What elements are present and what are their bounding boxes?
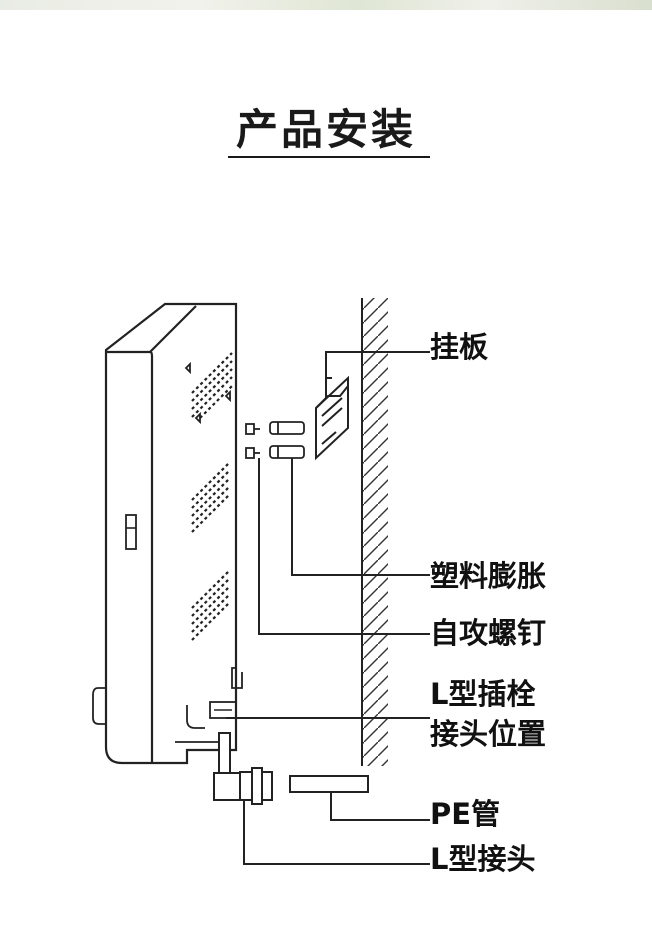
top-banner-strip [0,0,652,10]
title-underline [228,156,430,158]
vent-grille-bottom [191,569,231,641]
label-l-plug: L型插栓 [430,677,536,711]
self-tapping-screw [245,423,260,459]
wall [361,298,388,766]
label-self-tapping-screw: 自攻螺钉 [430,616,547,650]
leader-lines [226,351,430,865]
mount-holes [184,361,231,425]
label-pe-pipe: PE管 [430,797,501,831]
vent-grille-middle [191,461,231,533]
pe-pipe [289,775,369,793]
vent-grille-top [191,352,233,419]
label-hanging-plate: 挂板 [430,330,489,364]
label-l-connector: L型接头 [430,842,536,876]
plastic-expansion-anchor [269,421,305,459]
l-connector [213,732,273,805]
page-title: 产品安装 [235,105,416,154]
label-plastic-expansion: 塑料膨胀 [430,559,547,593]
label-connector-position: 接头位置 [430,717,547,751]
hanging-plate-bracket [315,375,349,461]
water-purifier-unit [92,302,243,765]
